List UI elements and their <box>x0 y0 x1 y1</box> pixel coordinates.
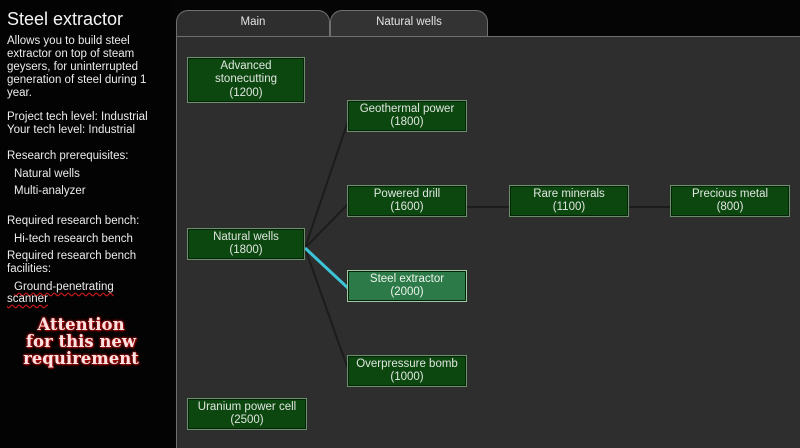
tab-natural-wells[interactable]: Natural wells <box>330 10 488 38</box>
your-tech-level: Your tech level: Industrial <box>7 124 136 136</box>
prerequisites-heading: Research prerequisites: <box>7 150 129 162</box>
node-cost: (2000) <box>390 286 424 298</box>
node-label: Geothermal power <box>359 102 455 115</box>
tab-main[interactable]: Main <box>176 10 330 38</box>
bench-item: Hi-tech research bench <box>14 233 133 245</box>
node-cost: (800) <box>716 201 744 213</box>
node-label: Precious metal <box>691 187 769 200</box>
description-line: year. <box>7 87 32 99</box>
facilities-heading: facilities: <box>7 263 52 275</box>
prerequisite-item: Natural wells <box>14 168 80 180</box>
node-label: Powered drill <box>373 187 441 200</box>
description-line: extractor on top of steam <box>7 48 135 60</box>
node-steel-extractor[interactable]: Steel extractor (2000) <box>347 270 467 302</box>
node-advanced-stonecutting[interactable]: Advanced stonecutting (1200) <box>187 57 305 103</box>
link-wells-drill <box>304 202 350 249</box>
description-line: geysers, for uninterrupted <box>7 61 139 73</box>
facility-item: scanner <box>7 293 48 305</box>
node-uranium-power-cell[interactable]: Uranium power cell (2500) <box>187 398 307 430</box>
node-precious-metal[interactable]: Precious metal (800) <box>670 185 790 217</box>
facility-item: Ground-penetrating <box>14 281 114 293</box>
node-cost: (1000) <box>390 371 424 383</box>
node-cost: (1100) <box>552 201 586 213</box>
node-label: Uranium power cell <box>197 400 297 413</box>
bench-heading: Required research bench: <box>7 215 140 227</box>
node-rare-minerals[interactable]: Rare minerals (1100) <box>509 185 629 217</box>
description-line: generation of steel during 1 <box>7 74 147 86</box>
facilities-heading: Required research bench <box>7 250 137 262</box>
node-cost: (1200) <box>229 86 263 99</box>
node-natural-wells[interactable]: Natural wells (1800) <box>187 228 305 260</box>
node-label: Overpressure bomb <box>356 357 458 370</box>
link-wells-steel <box>303 246 351 291</box>
project-tech-level: Project tech level: Industrial <box>7 111 148 123</box>
node-label: Natural wells <box>213 230 279 243</box>
node-cost: (2500) <box>230 414 264 426</box>
link-wells-bomb <box>304 247 350 373</box>
research-info-panel: Steel extractor Allows you to build stee… <box>0 0 172 448</box>
node-cost: (1600) <box>390 201 424 213</box>
prerequisite-item: Multi-analyzer <box>14 185 86 197</box>
attention-note: Attention for this new requirement <box>23 315 139 368</box>
link-wells-geothermal <box>304 117 350 249</box>
node-powered-drill[interactable]: Powered drill (1600) <box>347 185 467 217</box>
node-overpressure-bomb[interactable]: Overpressure bomb (1000) <box>347 355 467 387</box>
research-title: Steel extractor <box>7 9 124 29</box>
description-line: Allows you to build steel <box>7 35 130 47</box>
node-label: Steel extractor <box>369 272 445 285</box>
node-label: Advanced stonecutting <box>214 59 277 86</box>
node-label: Rare minerals <box>533 187 605 200</box>
node-cost: (1800) <box>229 244 263 256</box>
node-geothermal-power[interactable]: Geothermal power (1800) <box>347 100 467 132</box>
node-cost: (1800) <box>390 116 424 128</box>
